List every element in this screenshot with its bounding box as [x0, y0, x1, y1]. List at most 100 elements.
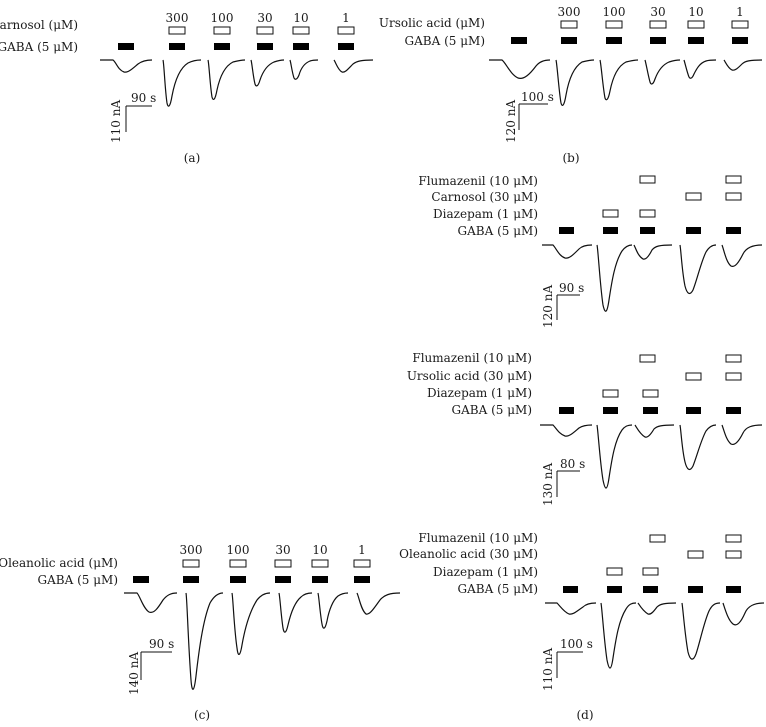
panel-d2-scale-time: 80 s — [560, 457, 585, 471]
panel-c-caption: (c) — [194, 708, 210, 722]
panel-c-gaba-bar — [133, 576, 149, 583]
panel-a-trace-100 — [207, 59, 246, 101]
panel-c-trace-1 — [356, 592, 401, 615]
panel-b-trace-100 — [599, 59, 639, 101]
panel-a-gaba-bar — [214, 43, 230, 50]
panel-b-gaba-bar — [561, 37, 577, 44]
panel-d1-scale-time: 90 s — [559, 281, 584, 295]
panel-b: Ursolic acid (μM) GABA (5 μM) 300 100 30… — [379, 5, 763, 165]
panel-c: Oleanolic acid (μM) GABA (5 μM) 300 100 … — [0, 543, 401, 722]
panel-c-trace-100 — [231, 592, 271, 655]
panel-d1-gaba-bar — [726, 227, 741, 234]
panel-d2-flumazenil-bar — [725, 354, 742, 363]
panel-d3-compound-label: Oleanolic acid (30 μM) — [399, 547, 538, 561]
panel-d3-trace-olea-flu — [722, 602, 765, 626]
panel-a-gaba-bar — [293, 43, 309, 50]
panel-a-gaba-bar — [169, 43, 185, 50]
panel-d2-compound-label: Ursolic acid (30 μM) — [407, 369, 532, 383]
panel-c-gaba-bar — [230, 576, 246, 583]
panel-a-gaba-label: GABA (5 μM) — [0, 40, 78, 54]
panel-b-gaba-label: GABA (5 μM) — [405, 34, 485, 48]
panel-d2-diazepam-label: Diazepam (1 μM) — [427, 386, 532, 400]
panel-a-compound-bar — [168, 26, 186, 35]
panel-c-scale-amp: 140 nA — [127, 652, 141, 695]
panel-a-caption: (a) — [184, 151, 201, 165]
panel-c-scale-time: 90 s — [149, 637, 174, 651]
panel-d3-gaba-bar — [688, 586, 703, 593]
panel-a-conc-4: 10 — [293, 11, 308, 25]
panel-d2-compound-bar — [725, 372, 742, 381]
panel-b-gaba-bar — [688, 37, 704, 44]
panel-b-conc-4: 10 — [688, 5, 703, 19]
panel-b-trace-1 — [723, 59, 763, 71]
panel-c-scale-bar — [140, 651, 172, 680]
panel-d2-gaba-bar — [559, 407, 574, 414]
panel-d3-scale-amp: 110 nA — [541, 648, 555, 691]
panel-a-gaba-bar — [118, 43, 134, 50]
panel-c-conc-4: 10 — [312, 543, 327, 557]
panel-d1-trace-carn-flu — [721, 244, 763, 267]
panel-d2-trace-gaba — [540, 424, 593, 437]
panel-a-conc-5: 1 — [342, 11, 350, 25]
panel-d2-scale-bar — [556, 470, 580, 497]
panel-d2-gaba-bar — [603, 407, 618, 414]
panel-c-trace-control — [124, 592, 178, 613]
panel-d-oleanolic: Flumazenil (10 μM) Oleanolic acid (30 μM… — [399, 531, 765, 722]
panel-d1-scale-bar — [556, 294, 580, 320]
panel-b-gaba-bar — [650, 37, 666, 44]
panel-d2-gaba-label: GABA (5 μM) — [452, 403, 532, 417]
panel-a-conc-1: 300 — [166, 11, 189, 25]
panel-d2-trace-urs-flu — [721, 424, 763, 446]
panel-d1-compound-bar — [725, 192, 742, 201]
panel-d3-trace-gaba — [545, 602, 597, 615]
panel-c-trace-10 — [317, 592, 349, 629]
panel-c-conc-1: 300 — [180, 543, 203, 557]
panel-d3-compound-bar — [725, 550, 742, 559]
panel-b-compound-bar — [649, 20, 667, 29]
panel-b-gaba-bar — [732, 37, 748, 44]
panel-d1-gaba-bar — [640, 227, 655, 234]
panel-b-compound-label: Ursolic acid (μM) — [379, 16, 485, 30]
panel-b-conc-3: 30 — [650, 5, 665, 19]
panel-d3-gaba-bar — [726, 586, 741, 593]
panel-d1-gaba-bar — [603, 227, 618, 234]
panel-d-ursolic: Flumazenil (10 μM) Ursolic acid (30 μM) … — [407, 351, 763, 506]
panel-c-conc-5: 1 — [358, 543, 366, 557]
panel-d3-compound-bar — [687, 550, 704, 559]
panel-b-trace-300 — [555, 59, 595, 106]
panel-c-gaba-bar — [183, 576, 199, 583]
panel-d1-gaba-bar — [559, 227, 574, 234]
panel-a-scale-amp: 110 nA — [109, 100, 123, 143]
panel-d3-flumazenil-bar — [725, 534, 742, 543]
panel-d1-flumazenil-label: Flumazenil (10 μM) — [418, 174, 538, 188]
panel-b-conc-1: 300 — [558, 5, 581, 19]
panel-c-gaba-bar — [275, 576, 291, 583]
panel-d2-flumazenil-label: Flumazenil (10 μM) — [412, 351, 532, 365]
panel-c-compound-bar — [229, 559, 247, 568]
panel-d3-scale-time: 100 s — [560, 637, 593, 651]
panel-d1-trace-diaz-flu — [633, 244, 673, 260]
panel-c-compound-bar — [274, 559, 292, 568]
panel-d2-gaba-bar — [643, 407, 658, 414]
panel-a-conc-3: 30 — [257, 11, 272, 25]
panel-b-gaba-bar — [511, 37, 527, 44]
panel-c-trace-300 — [185, 592, 224, 690]
panel-d3-gaba-bar — [607, 586, 622, 593]
panel-b-compound-bar — [731, 20, 749, 29]
panel-d2-diazepam-bar — [602, 389, 619, 398]
panel-a-scale-bar — [125, 105, 152, 132]
panel-b-caption: (b) — [562, 151, 579, 165]
panel-d3-trace-diazepam — [600, 602, 637, 669]
panel-a-scale-time: 90 s — [131, 91, 156, 105]
panel-a-conc-2: 100 — [211, 11, 234, 25]
panel-d3-diazepam-bar — [642, 567, 659, 576]
panel-d-caption: (d) — [576, 708, 593, 722]
panel-a-compound-bar — [292, 26, 310, 35]
panel-a-trace-300 — [162, 59, 202, 107]
panel-a-gaba-bar — [338, 43, 354, 50]
panel-c-compound-bar — [182, 559, 200, 568]
panel-d1-flumazenil-bar — [725, 175, 742, 184]
panel-d-carnosol: Flumazenil (10 μM) Carnosol (30 μM) Diaz… — [418, 174, 763, 328]
panel-d3-gaba-bar — [643, 586, 658, 593]
